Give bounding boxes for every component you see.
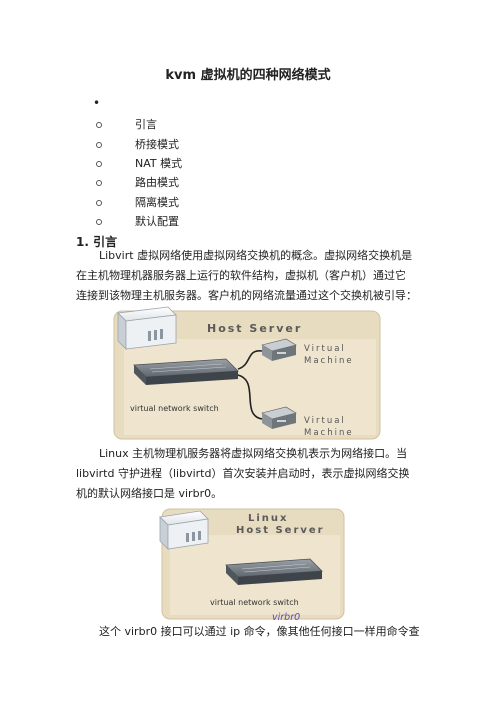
virtual-switch-icon	[225, 558, 323, 585]
toc-bullet: •	[93, 96, 101, 110]
link-cable-1	[237, 350, 263, 370]
toc-item-label: 默认配置	[135, 215, 179, 228]
paragraph-line: Libvirt 虚拟网络使用虚拟网络交换机的概念。虚拟网络交换机是	[99, 249, 413, 262]
server-icon	[159, 510, 209, 550]
vm2-label-line2: Machine	[304, 428, 354, 438]
circle-bullet-icon	[96, 200, 102, 206]
circle-bullet-icon	[96, 142, 102, 148]
host-label-line2: Host Server	[236, 525, 325, 536]
host-label-line1: Linux	[248, 513, 289, 524]
paragraph-line: 在主机物理机器服务器上运行的软件结构，虚拟机（客户机）通过它	[76, 269, 406, 282]
host-server-diagram: Host Server virtual network switch Virtu…	[113, 306, 381, 440]
link-cable-2	[237, 374, 263, 420]
toc-item-label: 桥接模式	[135, 138, 179, 151]
switch-label: virtual network switch	[210, 598, 299, 607]
paragraph-line: 这个 virbr0 接口可以通过 ip 命令，像其他任何接口一样用命令查	[99, 625, 420, 638]
paragraph-line: 机的默认网络接口是 virbr0。	[76, 487, 223, 500]
circle-bullet-icon	[96, 122, 102, 128]
vm1-label-line2: Machine	[304, 356, 354, 366]
vm2-label-line1: Virtual	[304, 416, 346, 426]
circle-bullet-icon	[96, 180, 102, 186]
toc-item-label: 路由模式	[135, 176, 179, 189]
toc-item-label: NAT 模式	[135, 157, 183, 170]
toc-item-label: 隔离模式	[135, 196, 179, 209]
paragraph-virbr0: 这个 virbr0 接口可以通过 ip 命令，像其他任何接口一样用命令查	[76, 622, 422, 642]
server-icon	[117, 306, 177, 350]
section-heading-intro: 1. 引言	[76, 235, 118, 249]
circle-bullet-icon	[96, 219, 102, 225]
vm1-label-line1: Virtual	[304, 344, 346, 354]
paragraph-line: Linux 主机物理机服务器将虚拟网络交换机表示为网络接口。当	[99, 447, 408, 460]
page-title: kvm 虚拟机的四种网络模式	[165, 68, 331, 83]
paragraph-line: libvirtd 守护进程（libvirtd）首次安装并启动时，表示虚拟网络交换	[76, 467, 410, 480]
host-label: Host Server	[207, 322, 302, 335]
paragraph-linux-host: Linux 主机物理机服务器将虚拟网络交换机表示为网络接口。当 libvirtd…	[76, 444, 422, 504]
switch-label: virtual network switch	[130, 404, 219, 413]
vm-icon-1	[261, 338, 297, 361]
paragraph-line: 连接到该物理主机服务器。客户机的网络流量通过这个交换机被引导：	[76, 289, 417, 302]
paragraph-intro: Libvirt 虚拟网络使用虚拟网络交换机的概念。虚拟网络交换机是 在主机物理机…	[76, 246, 422, 306]
toc-item-label: 引言	[135, 118, 157, 131]
virtual-switch-icon	[133, 358, 239, 385]
interface-label: virbr0	[272, 612, 300, 623]
vm-icon-2	[261, 406, 297, 429]
linux-host-diagram: Linux Host Server virtual network switch…	[159, 508, 345, 623]
circle-bullet-icon	[96, 161, 102, 167]
